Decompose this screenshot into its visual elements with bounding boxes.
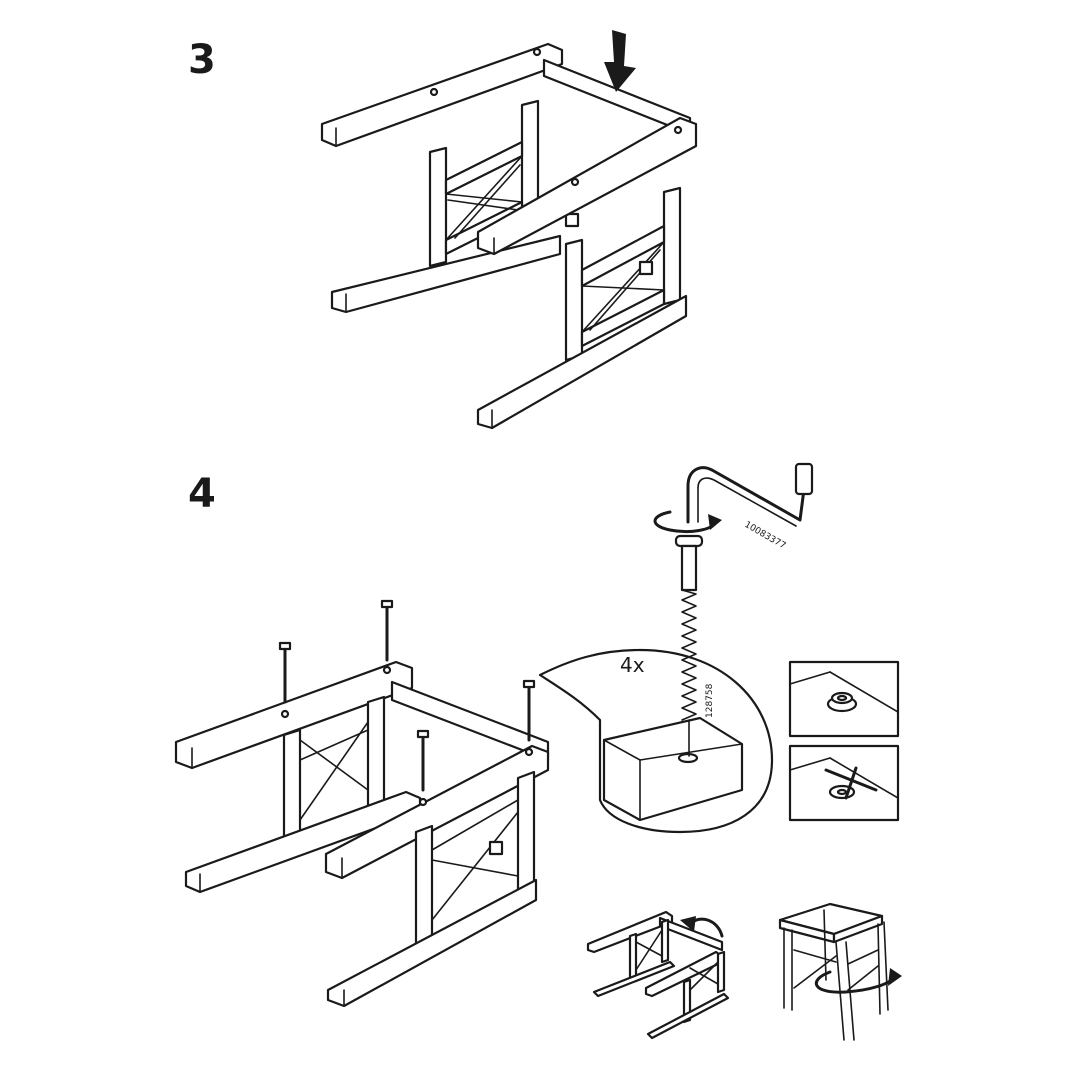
rotate-arrow-icon: [814, 968, 902, 994]
incorrect-detail: [788, 744, 900, 822]
screw-1: [278, 641, 292, 719]
allen-key: 10083377: [686, 462, 814, 552]
allen-key-part-number: 10083377: [743, 520, 788, 552]
flip-step-upside-down: [586, 910, 730, 1040]
detail-callout: 4x 128758: [538, 534, 774, 834]
screw-4: [522, 679, 536, 757]
right-leg-frame: [476, 186, 688, 430]
cross-mark-icon: [824, 766, 878, 800]
screws: [278, 599, 536, 807]
step-4-illustration: 4x 128758 10083377: [174, 462, 902, 1041]
flip-step-upright: [778, 902, 902, 1041]
correct-detail: [788, 660, 900, 738]
quantity-label: 4x: [620, 653, 645, 677]
screw-2: [380, 599, 394, 675]
step-3-number: 3: [188, 37, 216, 83]
down-arrow-icon: [604, 30, 636, 92]
screw-3: [416, 729, 430, 807]
step-4-number: 4: [188, 471, 216, 517]
chair-frame: [174, 660, 550, 1008]
screw-part-number: 128758: [705, 683, 715, 718]
step-3-illustration: [320, 30, 698, 430]
rotate-arrow-icon: [653, 510, 722, 534]
flip-arrow-icon: [680, 916, 724, 938]
seat-frame: [320, 42, 698, 256]
